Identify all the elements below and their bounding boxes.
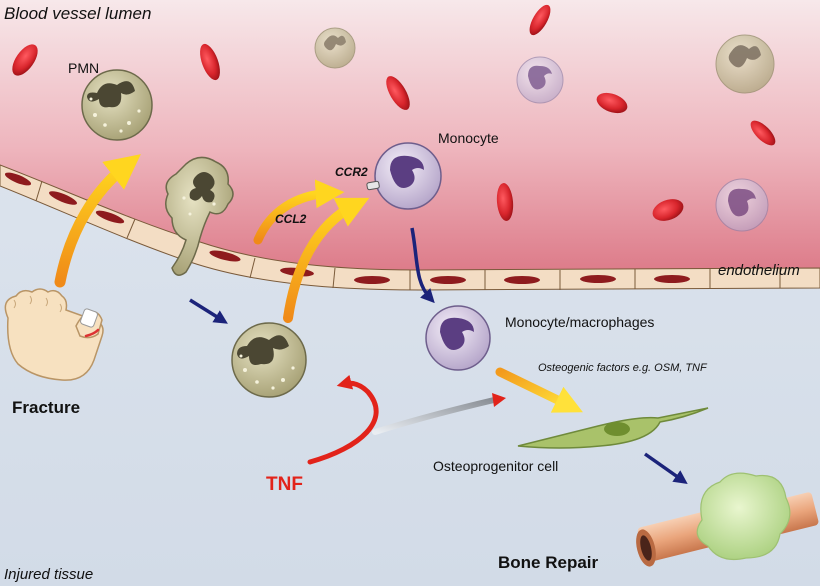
- monocyte-macrophage-cell: [425, 305, 491, 371]
- label-osteoprogenitor-cell: Osteoprogenitor cell: [433, 458, 559, 474]
- arrow-osteoprogenitor-to-bone: [643, 452, 688, 485]
- pmn-cell: [81, 69, 153, 141]
- label-monocyte: Monocyte: [438, 130, 499, 146]
- fracture-foot-icon: [4, 288, 104, 381]
- red-blood-cell: [12, 44, 38, 76]
- arrow-fracture-to-pmn: [54, 154, 141, 288]
- arrow-tnf-to-osteogenic: [372, 397, 497, 435]
- pmn-cells-background: [314, 27, 775, 94]
- label-injured-tissue: Injured tissue: [4, 566, 94, 583]
- red-blood-cell: [652, 199, 684, 221]
- label-osteogenic-factors: Osteogenic factors e.g. OSM, TNF: [538, 362, 707, 374]
- label-blood-vessel-lumen: Blood vessel lumen: [4, 4, 152, 23]
- red-blood-cell: [386, 76, 410, 110]
- arrow-pmn-to-ccl2: [283, 197, 370, 323]
- monocyte-cells-background: [516, 56, 769, 232]
- label-pmn: PMN: [68, 60, 100, 76]
- red-blood-cell: [200, 43, 220, 81]
- pmn-cell: [314, 27, 356, 69]
- pmn-cell: [715, 34, 775, 94]
- monocyte-cell: [715, 178, 769, 232]
- label-monocyte-macrophages: Monocyte/macrophages: [505, 314, 655, 330]
- red-blood-cell: [596, 92, 628, 114]
- arrow-ccl2-to-ccr2: [253, 179, 345, 245]
- arrow-tnf-to-osteogenic-head: [492, 393, 506, 407]
- label-tnf: TNF: [266, 474, 303, 495]
- red-blood-cell: [496, 183, 514, 221]
- label-bone-repair: Bone Repair: [498, 553, 599, 572]
- monocyte-cell: [516, 56, 564, 104]
- label-ccr2: CCR2: [335, 165, 368, 179]
- label-fracture: Fracture: [12, 398, 81, 417]
- arrow-monocyte-extravasation: [410, 227, 435, 304]
- pmn-cell-tissue: [231, 322, 307, 398]
- red-blood-cell: [529, 4, 551, 36]
- ccr2-receptor: [366, 180, 380, 191]
- bone-repair-illustration: [636, 472, 819, 567]
- arrow-tnf-to-pmn: [307, 374, 379, 465]
- red-blood-cell: [750, 120, 776, 146]
- red-blood-cells: [12, 4, 776, 221]
- osteoprogenitor-cell: [517, 407, 709, 449]
- label-ccl2: CCL2: [275, 212, 307, 226]
- pmn-transmigrating: [165, 156, 234, 276]
- arrow-macrophage-to-osteoprogenitor: [495, 367, 583, 413]
- monocyte-cell: [374, 142, 442, 210]
- arrow-pmn-migration: [189, 298, 228, 324]
- label-endothelium: endothelium: [718, 262, 800, 279]
